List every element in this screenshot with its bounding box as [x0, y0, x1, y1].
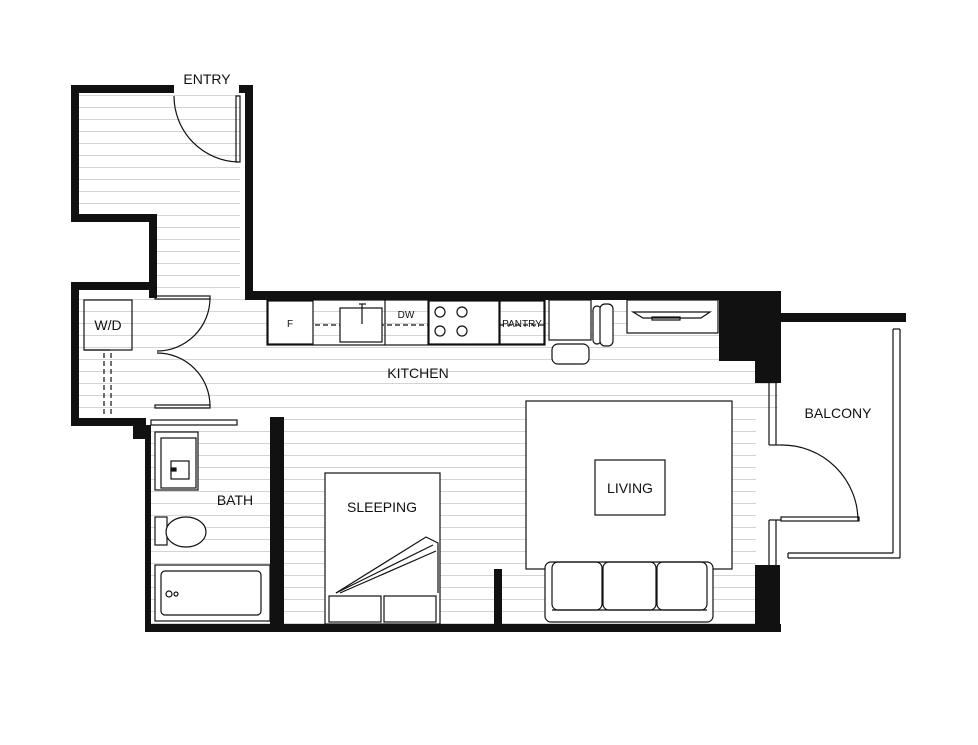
pillow — [383, 595, 437, 623]
room-label-washer-dryer: W/D — [94, 317, 121, 333]
room-label-sleeping: SLEEPING — [347, 499, 417, 515]
toilet — [154, 516, 168, 546]
kitchen-sink — [339, 307, 383, 343]
walls — [71, 85, 906, 632]
closet-double-door[interactable] — [154, 295, 211, 409]
bath-fixtures — [154, 431, 271, 622]
room-label-bath: BATH — [217, 492, 253, 508]
fixture-label-fridge: F — [287, 319, 293, 330]
desk-chair — [551, 343, 590, 365]
bath-door[interactable] — [150, 419, 238, 426]
balcony-railing — [787, 328, 901, 559]
pillow — [328, 595, 382, 623]
washer-dryer-closet — [83, 299, 133, 417]
room-label-kitchen: KITCHEN — [387, 365, 448, 381]
fixture-label-dishwasher: DW — [398, 310, 415, 321]
window-balcony — [768, 383, 781, 565]
bed — [324, 472, 441, 625]
room-label-entry: ENTRY — [183, 71, 231, 87]
fridge — [267, 300, 314, 345]
tv-console — [626, 299, 719, 334]
folded-blanket — [335, 536, 439, 594]
coffee-table — [594, 459, 666, 516]
labels: ENTRY W/D KITCHEN BATH SLEEPING LIVING B… — [94, 71, 872, 515]
pantry — [499, 300, 545, 345]
fixture-label-pantry: PANTRY — [502, 319, 542, 330]
kitchen-counter — [266, 299, 546, 346]
cooktop — [428, 300, 500, 345]
room-label-living: LIVING — [607, 480, 653, 496]
desk — [548, 299, 614, 365]
entry-door[interactable] — [173, 95, 241, 163]
room-label-balcony: BALCONY — [805, 405, 873, 421]
balcony-door[interactable] — [780, 444, 860, 522]
sofa — [544, 561, 714, 623]
